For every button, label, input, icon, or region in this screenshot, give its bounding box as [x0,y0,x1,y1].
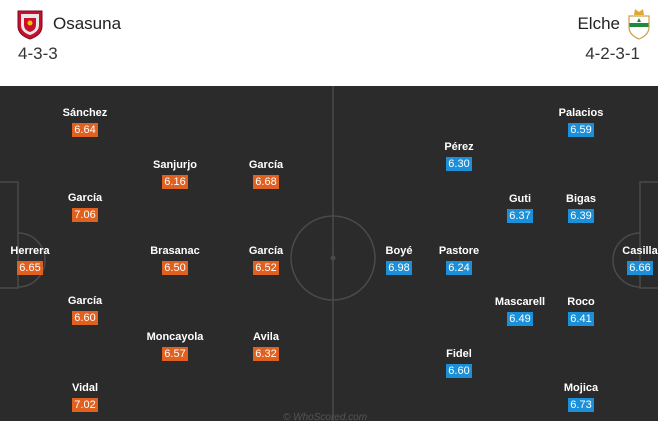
player-home-7[interactable]: Brasanac 6.50 [150,245,200,275]
player-away-10[interactable]: Mojica 6.73 [563,382,599,412]
player-away-4[interactable]: Fidel 6.60 [446,348,472,378]
rating-badge: 7.06 [72,208,98,222]
rating-badge: 6.66 [627,261,653,275]
player-away-9[interactable]: Roco 6.41 [567,296,595,326]
player-home-2[interactable]: García 7.06 [67,192,103,222]
rating-badge: 6.39 [568,209,594,223]
player-home-8[interactable]: Moncayola 6.57 [146,331,204,361]
rating-badge: 6.49 [507,312,533,326]
rating-badge: 6.73 [568,398,594,412]
player-home-3[interactable]: Herrera 6.65 [10,245,50,275]
pitch-lines [0,86,658,421]
rating-badge: 6.37 [507,209,533,223]
player-away-1[interactable]: Pérez 6.30 [444,141,474,171]
rating-badge: 6.50 [162,261,188,275]
rating-badge: 7.02 [72,398,98,412]
home-formation: 4-3-3 [18,44,58,63]
player-away-8[interactable]: Bigas 6.39 [566,193,596,223]
player-away-3[interactable]: Pastore 6.24 [438,245,480,275]
pitch: Sánchez 6.64 García 7.06 Herrera 6.65 Ga… [0,86,658,421]
player-away-5[interactable]: Guti 6.37 [507,193,533,223]
rating-badge: 6.68 [253,175,279,189]
player-home-5[interactable]: Vidal 7.02 [71,382,99,412]
player-home-10[interactable]: García 6.52 [248,245,284,275]
rating-badge: 6.60 [446,364,472,378]
player-home-11[interactable]: Avila 6.32 [253,331,279,361]
rating-badge: 6.16 [162,175,188,189]
away-formation: 4-2-3-1 [585,44,640,63]
rating-badge: 6.59 [568,123,594,137]
home-team-name: Osasuna [53,14,122,33]
rating-badge: 6.24 [446,261,472,275]
elche-crest-icon [628,9,650,40]
rating-badge: 6.98 [386,261,412,275]
away-team-name: Elche [577,14,620,33]
rating-badge: 6.41 [568,312,594,326]
watermark: © WhoScored.com [283,412,368,421]
player-home-9[interactable]: García 6.68 [248,159,284,189]
osasuna-crest-icon [17,10,43,40]
rating-badge: 6.32 [253,347,279,361]
rating-badge: 6.30 [446,157,472,171]
player-home-1[interactable]: Sánchez 6.64 [62,107,108,137]
player-away-11[interactable]: Casilla 6.66 [622,245,658,275]
rating-badge: 6.52 [253,261,279,275]
rating-badge: 6.65 [17,261,43,275]
rating-badge: 6.64 [72,123,98,137]
player-home-6[interactable]: Sanjurjo 6.16 [152,159,197,189]
player-home-4[interactable]: García 6.60 [67,295,103,325]
rating-badge: 6.60 [72,311,98,325]
player-away-6[interactable]: Mascarell 6.49 [494,296,546,326]
player-away-2[interactable]: Boyé 6.98 [385,245,413,275]
match-header: Osasuna 4-3-3 Elche 4-2-3-1 [0,0,658,84]
rating-badge: 6.57 [162,347,188,361]
player-away-7[interactable]: Palacios 6.59 [558,107,604,137]
